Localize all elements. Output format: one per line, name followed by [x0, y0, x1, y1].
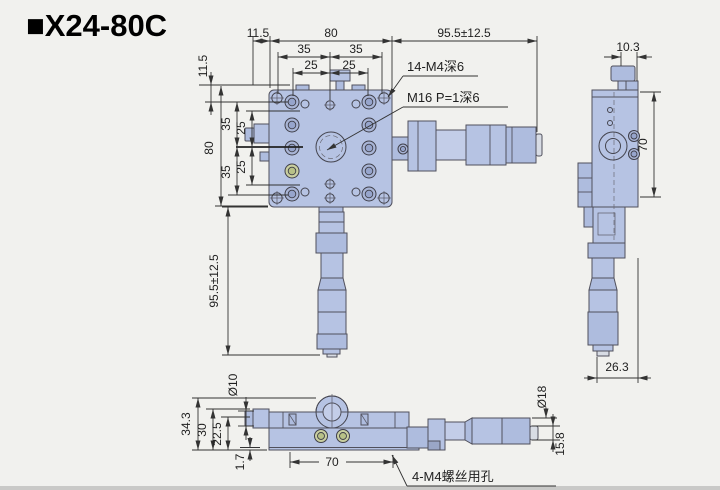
- dim-hole-span-35-right: 35: [349, 42, 363, 56]
- dim-front-15-8: 15.8: [553, 432, 567, 456]
- dim-front-dia10: Ø10: [226, 373, 240, 396]
- top-view-bottom-micrometer: [315, 206, 348, 358]
- dim-plate-height: 80: [202, 141, 216, 155]
- page-title: ■X24-80C: [26, 8, 168, 43]
- dim-front-1-7: 1.7: [233, 453, 247, 470]
- front-view-labels: 4-M4螺丝用孔: [391, 454, 556, 487]
- dim-plate-width: 80: [324, 26, 338, 40]
- dim-hole-span-25-right: 25: [342, 58, 356, 72]
- front-view: 34.3 30 22.5 1.7 Ø10 70 Ø18: [179, 373, 567, 487]
- top-view-top-tab: [295, 69, 366, 91]
- front-view-dimensions: 34.3 30 22.5 1.7 Ø10 70 Ø18: [179, 373, 567, 470]
- side-view-body: [577, 65, 640, 357]
- label-m16: M16 P=1深6: [407, 90, 480, 105]
- dim-side-10-3: 10.3: [616, 40, 640, 54]
- dim-left-11-5: 11.5: [196, 54, 210, 77]
- top-view-hole-pattern: [269, 90, 392, 206]
- dim-front-70: 70: [325, 455, 339, 469]
- top-view-labels: 14-M4深6 M16 P=1深6: [326, 59, 508, 151]
- side-view-dimensions: 10.3 70 26.3: [584, 40, 661, 383]
- dim-left-35-top: 35: [219, 117, 233, 131]
- dim-hole-span-35-left: 35: [297, 42, 311, 56]
- label-14-m4: 14-M4深6: [407, 59, 464, 74]
- dim-front-34-3: 34.3: [179, 412, 193, 436]
- top-view-center-thread: [315, 131, 347, 163]
- side-view: 10.3 70 26.3: [577, 40, 661, 383]
- top-view-right-micrometer: [391, 120, 543, 172]
- dim-side-26-3: 26.3: [605, 360, 629, 374]
- dim-front-30: 30: [195, 423, 209, 437]
- dim-top-offset: 11.5: [247, 26, 270, 40]
- front-view-body: [244, 394, 539, 451]
- dim-side-70: 70: [636, 138, 650, 152]
- label-4-m4: 4-M4螺丝用孔: [412, 469, 494, 484]
- dim-front-dia18: Ø18: [535, 385, 549, 408]
- dim-micrometer-length: 95.5±12.5: [437, 26, 491, 40]
- top-view-dimensions: 11.5 80 95.5±12.5 35 35 25 25 11.5: [196, 26, 538, 356]
- dim-front-22-5: 22.5: [210, 422, 224, 446]
- top-view: 11.5 80 95.5±12.5 35 35 25 25 11.5: [196, 26, 543, 358]
- dim-left-35-bottom: 35: [219, 165, 233, 179]
- top-view-left-knob: [244, 123, 272, 162]
- dim-hole-span-25-left: 25: [304, 58, 318, 72]
- page-bottom-divider: [0, 486, 720, 490]
- dim-left-25-bottom: 25: [234, 160, 248, 174]
- dim-micrometer-length-vertical: 95.5±12.5: [207, 254, 221, 308]
- dim-left-25-top: 25: [234, 121, 248, 135]
